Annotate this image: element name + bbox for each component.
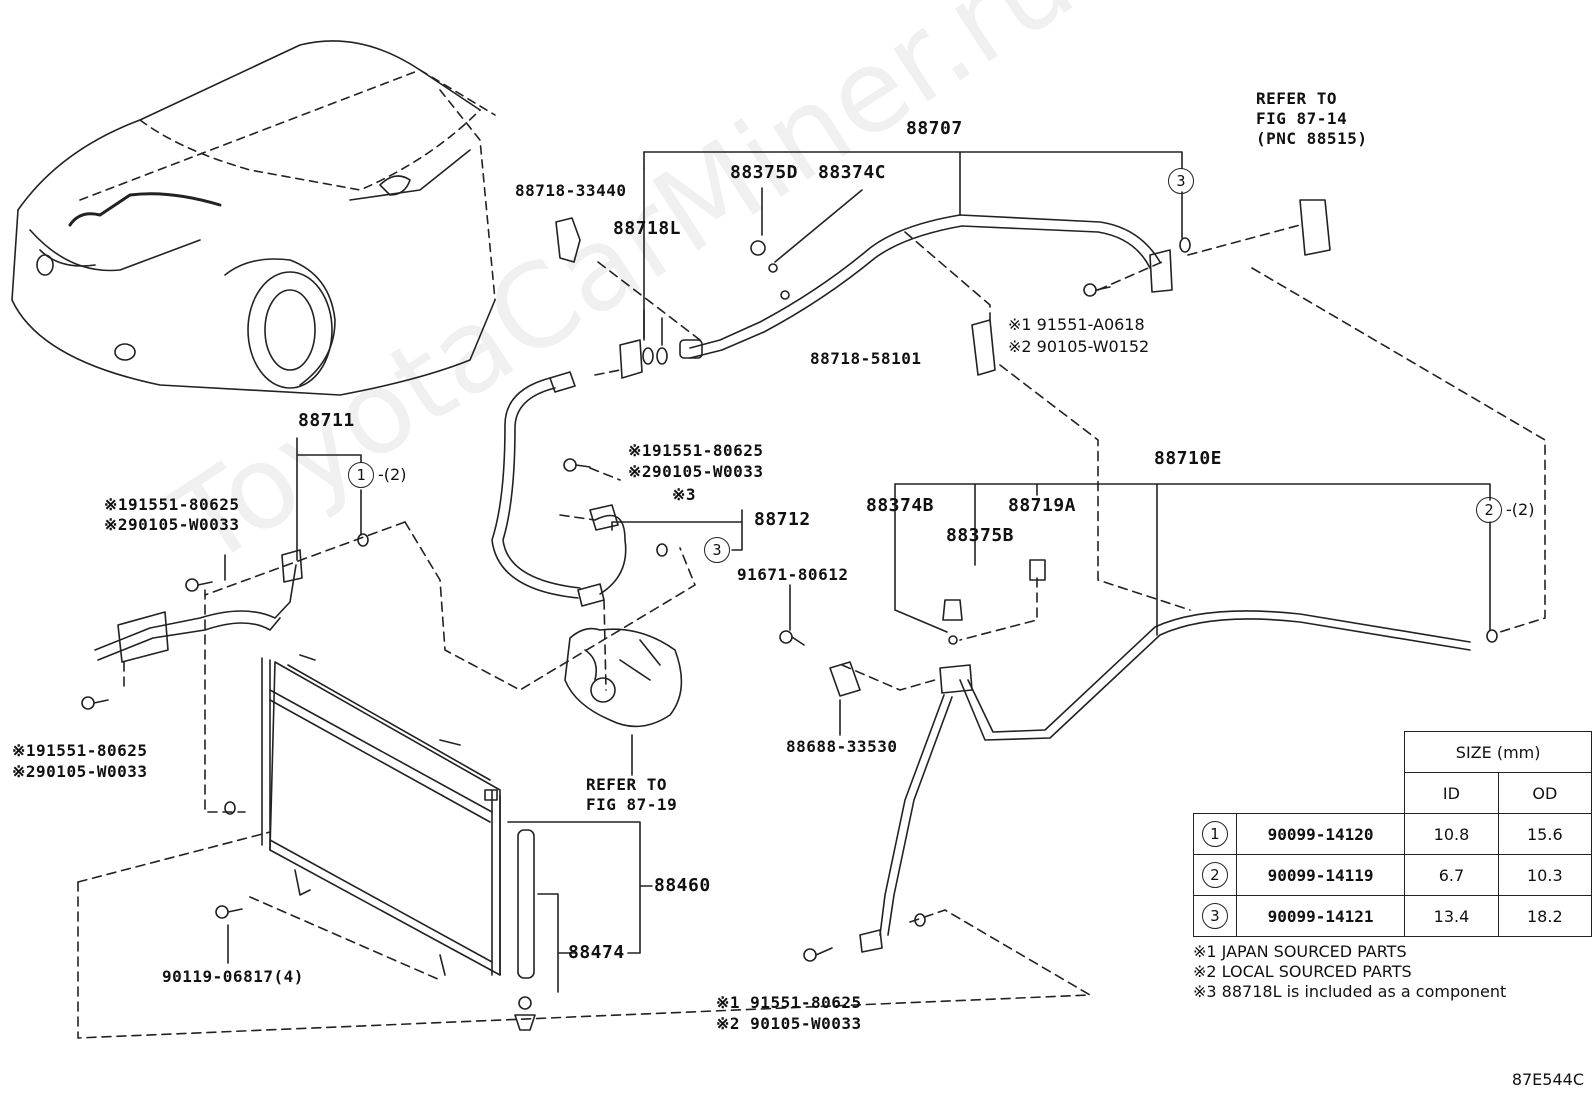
refer-fig-87-14-line1: REFER TO — [1256, 89, 1338, 108]
callout-1: 1 — [348, 462, 374, 488]
leftlow-bolt-label-2: ※290105-W0033 — [12, 762, 148, 781]
part-88375B-label: 88375B — [946, 525, 1015, 546]
mid-bolt-label-2: ※290105-W0033 — [628, 462, 764, 481]
leader-lines — [224, 151, 1491, 993]
part-88707-label: 88707 — [906, 118, 963, 139]
refer-fig-87-14-line2: FIG 87-14 — [1256, 109, 1348, 128]
size-row-2: 2 90099-14119 6.7 10.3 — [1193, 854, 1592, 896]
part-88688-33530-label: 88688-33530 — [786, 737, 898, 756]
o-ring-size-table: SIZE (mm) ID OD 1 90099-14120 10.8 15.6 … — [1193, 731, 1592, 937]
note-88718L-component: ※3 88718L is included as a component — [1193, 982, 1507, 1001]
part-88710E-label: 88710E — [1154, 448, 1223, 469]
part-88374B-label: 88374B — [866, 495, 935, 516]
leftlow-bolt-label-1: ※191551-80625 — [12, 741, 148, 760]
size-row-part: 90099-14121 — [1235, 895, 1406, 937]
compressor — [564, 627, 683, 728]
car-illustration — [11, 40, 496, 396]
part-88718-58101-label: 88718-58101 — [810, 349, 922, 368]
size-col-id: ID — [1404, 772, 1499, 814]
callout-3-88707: 3 — [1168, 168, 1194, 194]
size-col-od: OD — [1497, 772, 1592, 814]
size-row-1: 1 90099-14120 10.8 15.6 — [1193, 813, 1592, 855]
size-row-id: 6.7 — [1404, 854, 1499, 896]
bottom-bolt-label-1: ※1 91551-80625 — [716, 993, 862, 1012]
note-local-sourced: ※2 LOCAL SOURCED PARTS — [1193, 962, 1412, 981]
small-parts — [81, 199, 1498, 962]
ac-pipes — [94, 214, 1471, 936]
size-row-id: 10.8 — [1404, 813, 1499, 855]
bolt-90105-W0152-label: ※2 90105-W0152 — [1008, 337, 1150, 356]
part-88718L-label: 88718L — [613, 218, 682, 239]
size-row-od: 10.3 — [1497, 854, 1592, 896]
size-row-ref: 1 — [1201, 821, 1228, 847]
size-row-part: 90099-14119 — [1235, 854, 1406, 896]
part-90119-06817-label: 90119-06817(4) — [162, 967, 304, 986]
dashed-lines — [77, 224, 1546, 1039]
size-row-ref: 2 — [1201, 862, 1228, 888]
mid-bolt-label-1: ※191551-80625 — [628, 441, 764, 460]
diagram-code: 87E544C — [1511, 1070, 1584, 1089]
note-japan-sourced: ※1 JAPAN SOURCED PARTS — [1193, 942, 1407, 961]
refer-fig-87-19-line2: FIG 87-19 — [586, 795, 678, 814]
callout-1-qty: -(2) — [378, 465, 407, 484]
size-row-od: 18.2 — [1497, 895, 1592, 937]
bottom-bolt-label-2: ※2 90105-W0033 — [716, 1014, 862, 1033]
part-88374C-label: 88374C — [818, 162, 887, 183]
part-88712-label: 88712 — [754, 509, 811, 530]
part-88460-label: 88460 — [654, 875, 711, 896]
refer-fig-87-19-line1: REFER TO — [586, 775, 668, 794]
size-row-od: 15.6 — [1497, 813, 1592, 855]
condenser-88460 — [261, 654, 536, 1031]
size-row-ref: 3 — [1201, 903, 1228, 929]
callout-3-88712: 3 — [704, 537, 730, 563]
refer-fig-87-14-line3: (PNC 88515) — [1256, 129, 1368, 148]
size-table-header: SIZE (mm) — [1404, 731, 1592, 773]
bolt-91551-A0618-label: ※1 91551-A0618 — [1008, 315, 1145, 334]
size-row-id: 13.4 — [1404, 895, 1499, 937]
part-88718-33440-label: 88718-33440 — [515, 181, 627, 200]
callout-2-qty: -(2) — [1506, 500, 1535, 519]
part-88719A-label: 88719A — [1008, 495, 1077, 516]
left-bolt-label-1: ※191551-80625 — [104, 495, 240, 514]
part-88711-label: 88711 — [298, 410, 355, 431]
size-row-part: 90099-14120 — [1235, 813, 1406, 855]
callout-2: 2 — [1476, 497, 1502, 523]
part-88474-label: 88474 — [568, 942, 625, 963]
size-row-3: 3 90099-14121 13.4 18.2 — [1193, 895, 1592, 937]
left-bolt-label-2: ※290105-W0033 — [104, 515, 240, 534]
part-88375D-label: 88375D — [730, 162, 799, 183]
note-3-marker: ※3 — [672, 485, 697, 504]
part-91671-80612-label: 91671-80612 — [737, 565, 849, 584]
